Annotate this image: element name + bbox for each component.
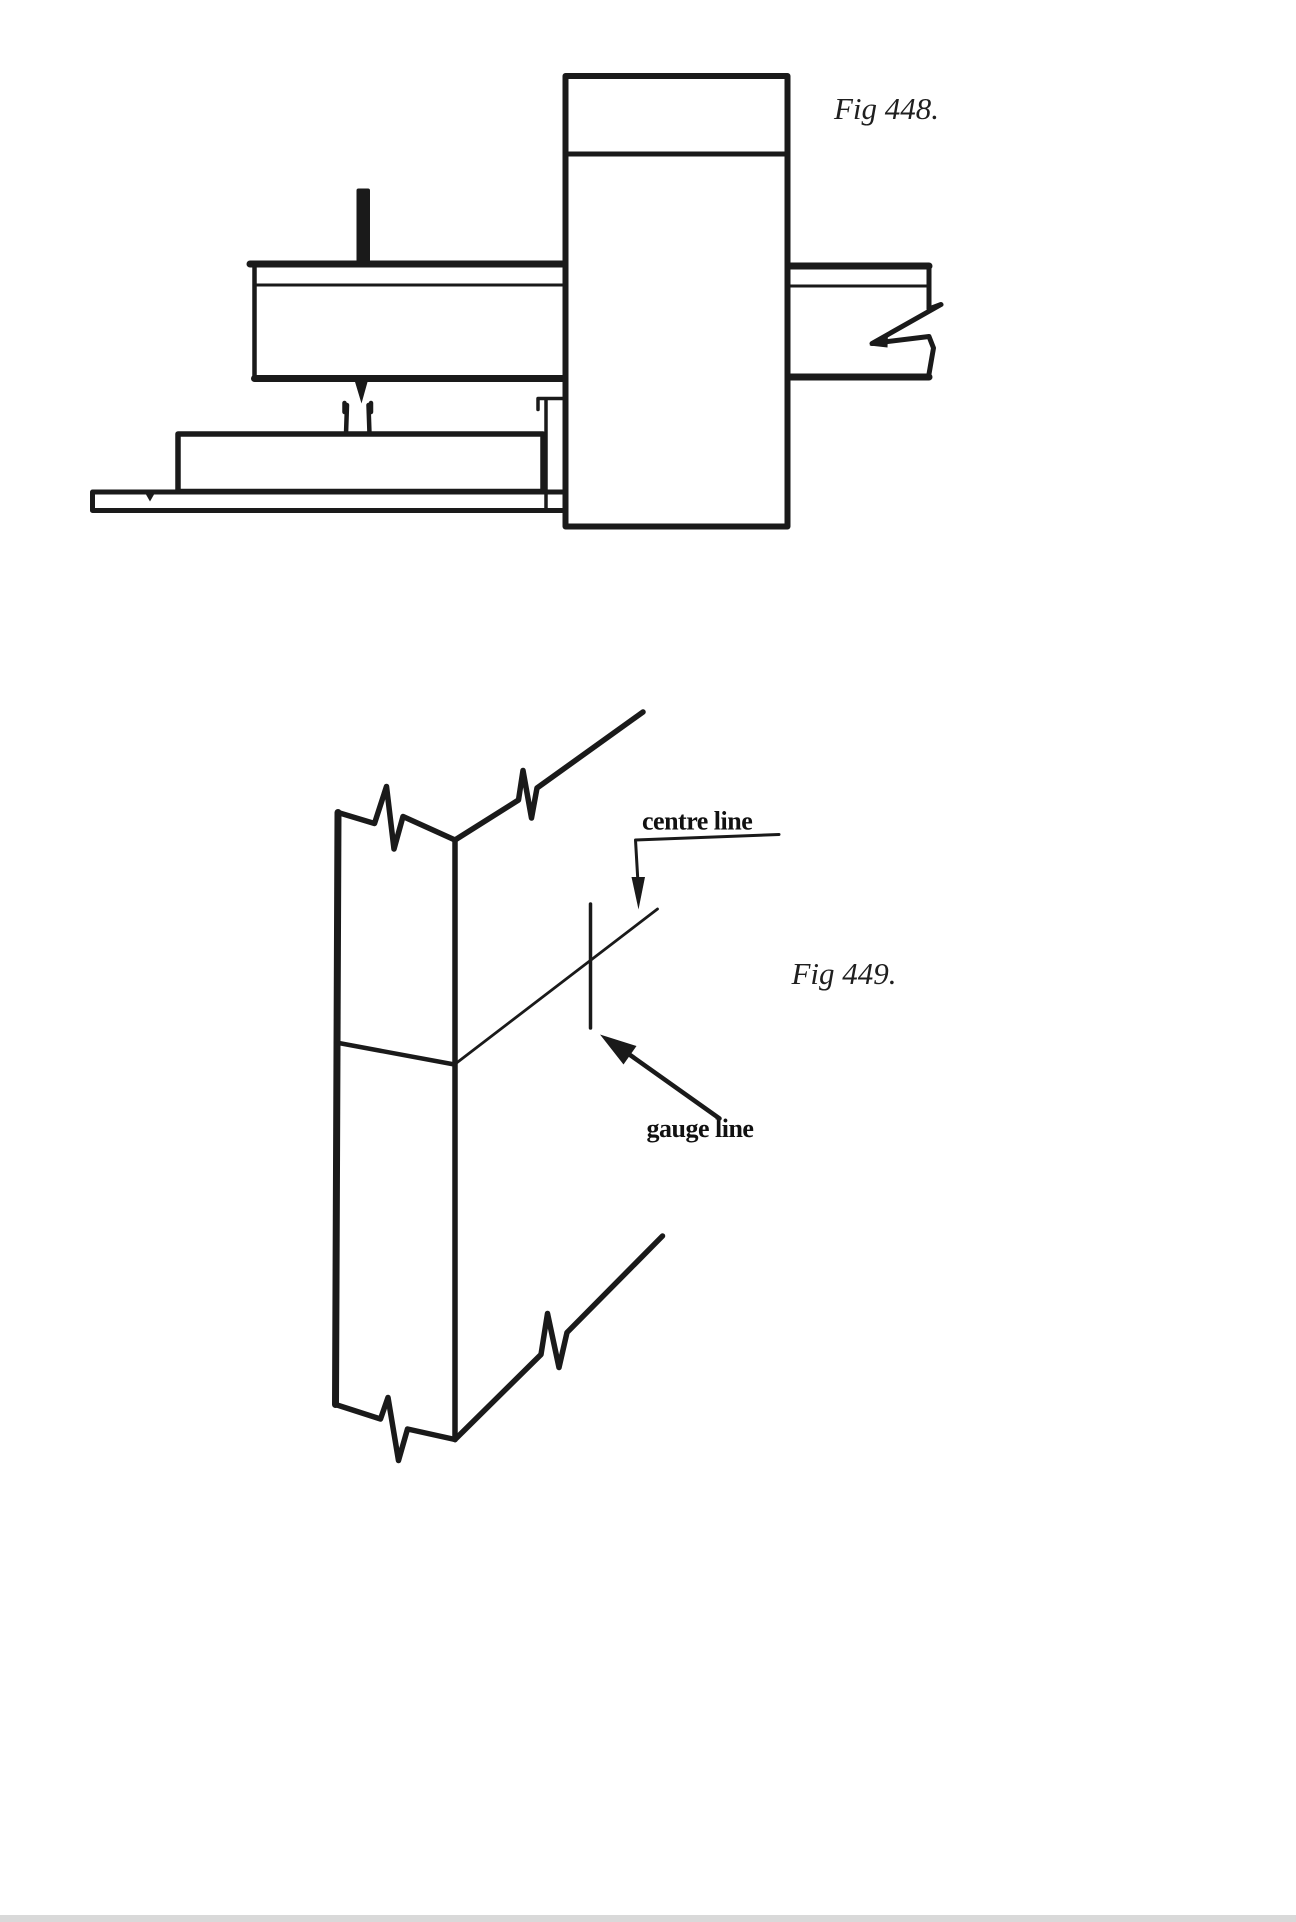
workpiece-nib xyxy=(146,494,154,502)
baseboard xyxy=(90,489,568,513)
workpiece-block xyxy=(175,431,546,495)
marking-point-cup xyxy=(342,400,374,437)
gauge-line-label: gauge line xyxy=(647,1114,754,1143)
centre-line-label: centre line xyxy=(642,807,752,836)
fig449-drawing: centre line gauge line Fig 449. xyxy=(332,709,897,1464)
beam-break-symbol xyxy=(869,263,944,377)
gauge-line-mark xyxy=(333,1040,457,1067)
timber-left-edge xyxy=(332,809,342,1408)
centre-line-mark xyxy=(453,907,659,1066)
timber-bottom-diagonal-with-break-mark xyxy=(452,1233,666,1443)
timber-top-diagonal-with-break-mark xyxy=(452,709,646,843)
fig448-drawing: Fig 448. xyxy=(90,73,944,530)
marking-spur xyxy=(354,378,369,404)
beam-break-arrowhead xyxy=(869,333,888,348)
gauge-line-leader xyxy=(625,1051,722,1121)
centre-line-arrowhead-icon xyxy=(631,877,645,910)
centre-line-leader xyxy=(634,833,781,885)
page-bottom-edge xyxy=(0,1915,1296,1922)
guide-strip xyxy=(536,396,568,512)
gauge-line-arrowhead-icon xyxy=(600,1034,637,1065)
fig449-caption: Fig 449. xyxy=(791,956,897,991)
timber-top-edge-with-break-mark xyxy=(335,783,458,852)
gauge-pin xyxy=(356,188,370,267)
gauge-stock xyxy=(562,73,791,530)
fig448-caption: Fig 448. xyxy=(833,91,939,126)
timber-bottom-edge-with-break-mark xyxy=(332,1394,458,1464)
